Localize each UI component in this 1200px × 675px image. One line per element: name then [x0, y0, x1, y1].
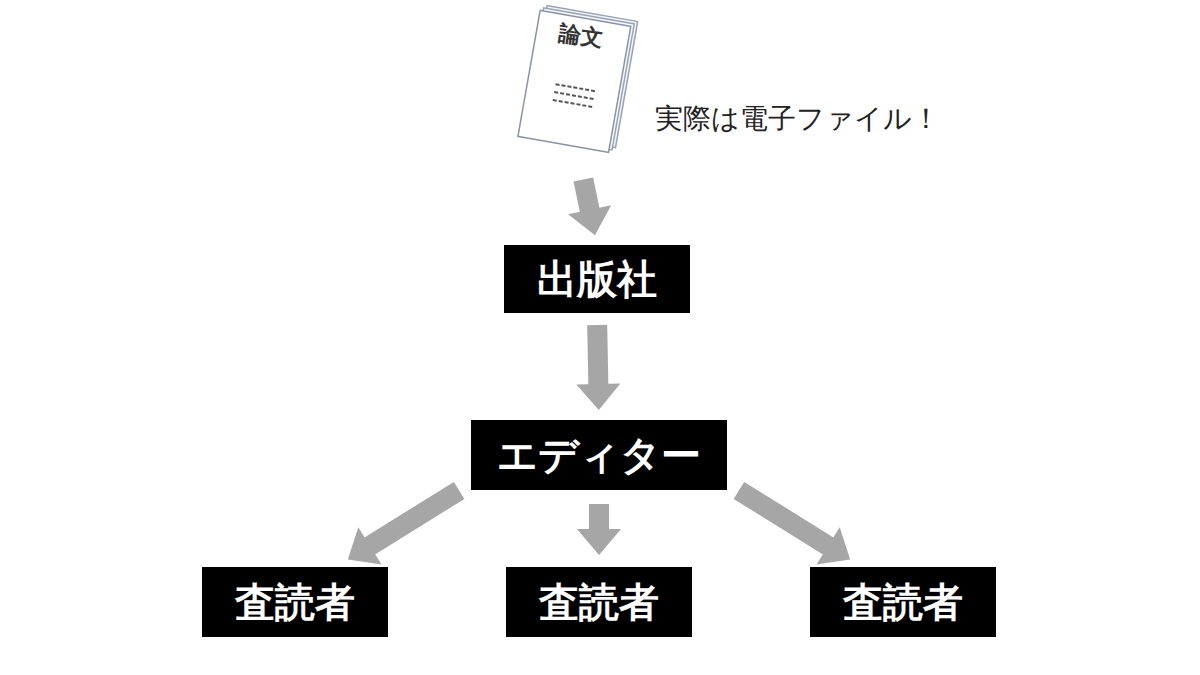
flow-arrow [576, 325, 620, 410]
role-name: 出版社 [537, 257, 657, 301]
flow-arrow [577, 504, 621, 555]
role-box: 査読者 [202, 567, 388, 637]
role-box: 査読者 [506, 567, 692, 637]
arrow-shaft [739, 490, 830, 547]
role-name: 査読者 [539, 580, 659, 624]
arrow-shaft [589, 504, 609, 531]
arrow-head [577, 529, 621, 555]
arrow-head [816, 527, 850, 564]
arrow-head [348, 527, 382, 564]
arrow-shaft [583, 179, 590, 211]
role-box: 出版社 [504, 245, 690, 313]
arrow-shaft [597, 325, 598, 386]
arrow-head [568, 205, 611, 235]
arrow-shaft [368, 490, 459, 547]
role-box: 査読者 [810, 567, 996, 637]
paper-illustration: 論文 [513, 2, 643, 154]
note-label: 実際は電子ファイル！ [655, 100, 940, 138]
flow-arrow [568, 179, 611, 235]
role-name: 査読者 [235, 580, 355, 624]
flow-arrow [348, 490, 459, 564]
flow-arrow [739, 490, 850, 564]
role-box: エディター [471, 420, 727, 490]
role-name: エディター [497, 433, 701, 477]
role-name: 査読者 [843, 580, 963, 624]
arrow-head [576, 384, 620, 410]
